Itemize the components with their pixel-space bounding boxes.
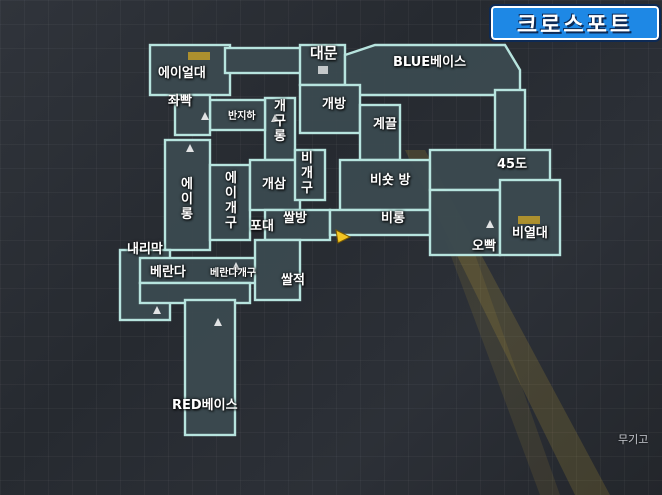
route-streak-thin — [445, 240, 560, 495]
label-eyeolldae: 에이얼대 — [158, 66, 206, 81]
label-red-base: RED베이스 — [172, 398, 238, 413]
label-blue-base: BLUE베이스 — [393, 55, 467, 70]
label-gaegu-long: 개구롱 — [274, 99, 286, 144]
logo-text: 크로스포트 — [516, 13, 634, 38]
room-gaebang — [298, 83, 362, 135]
label-biyeoldae: 비열대 — [512, 226, 548, 241]
label-ssalbang: 쌀방 — [283, 211, 307, 226]
arrow-marker-icon — [335, 229, 352, 244]
label-veranda: 베란다 — [150, 265, 186, 280]
label-ei-long: 에이롱 — [181, 177, 193, 222]
label-podae: 포대 — [250, 219, 274, 234]
room-bilong — [328, 208, 432, 237]
label-daemun: 대문 — [310, 44, 338, 62]
room-bigaegu — [293, 148, 327, 202]
label-banjiha: 반지하 — [228, 111, 256, 122]
label-bilong: 비롱 — [381, 211, 405, 226]
label-gaesam: 개삼 — [262, 177, 286, 192]
room-ssaljeok — [253, 238, 302, 302]
door-markers — [153, 112, 494, 326]
label-gyegul: 계끌 — [373, 117, 397, 132]
room-banjiha — [208, 98, 267, 132]
label-45do: 45도 — [497, 157, 528, 172]
label-gaebang: 개방 — [322, 97, 346, 112]
label-bisup-bang: 비숏 방 — [370, 173, 411, 188]
label-jwaappa: 좌빡 — [168, 94, 192, 109]
label-oppa: 오빡 — [472, 239, 496, 254]
hazard-markers — [188, 52, 540, 224]
label-ssaljeok: 쌀적 — [281, 273, 305, 288]
room-gyegul — [358, 103, 402, 162]
label-veranda-gaegu: 베란다개구 — [210, 268, 256, 279]
label-naerimak: 내리막 — [127, 242, 163, 257]
label-bigaegu: 비개구 — [301, 151, 313, 196]
room-red-base — [183, 298, 237, 437]
corridor-top — [223, 46, 307, 75]
label-ei-gaegu: 에이개구 — [225, 171, 237, 231]
crossfire-logo: 크로스포트 — [489, 4, 661, 42]
room-gaegu-long — [263, 96, 297, 162]
label-mugi: 무기고 — [618, 433, 649, 446]
room-blue-base — [343, 43, 522, 97]
